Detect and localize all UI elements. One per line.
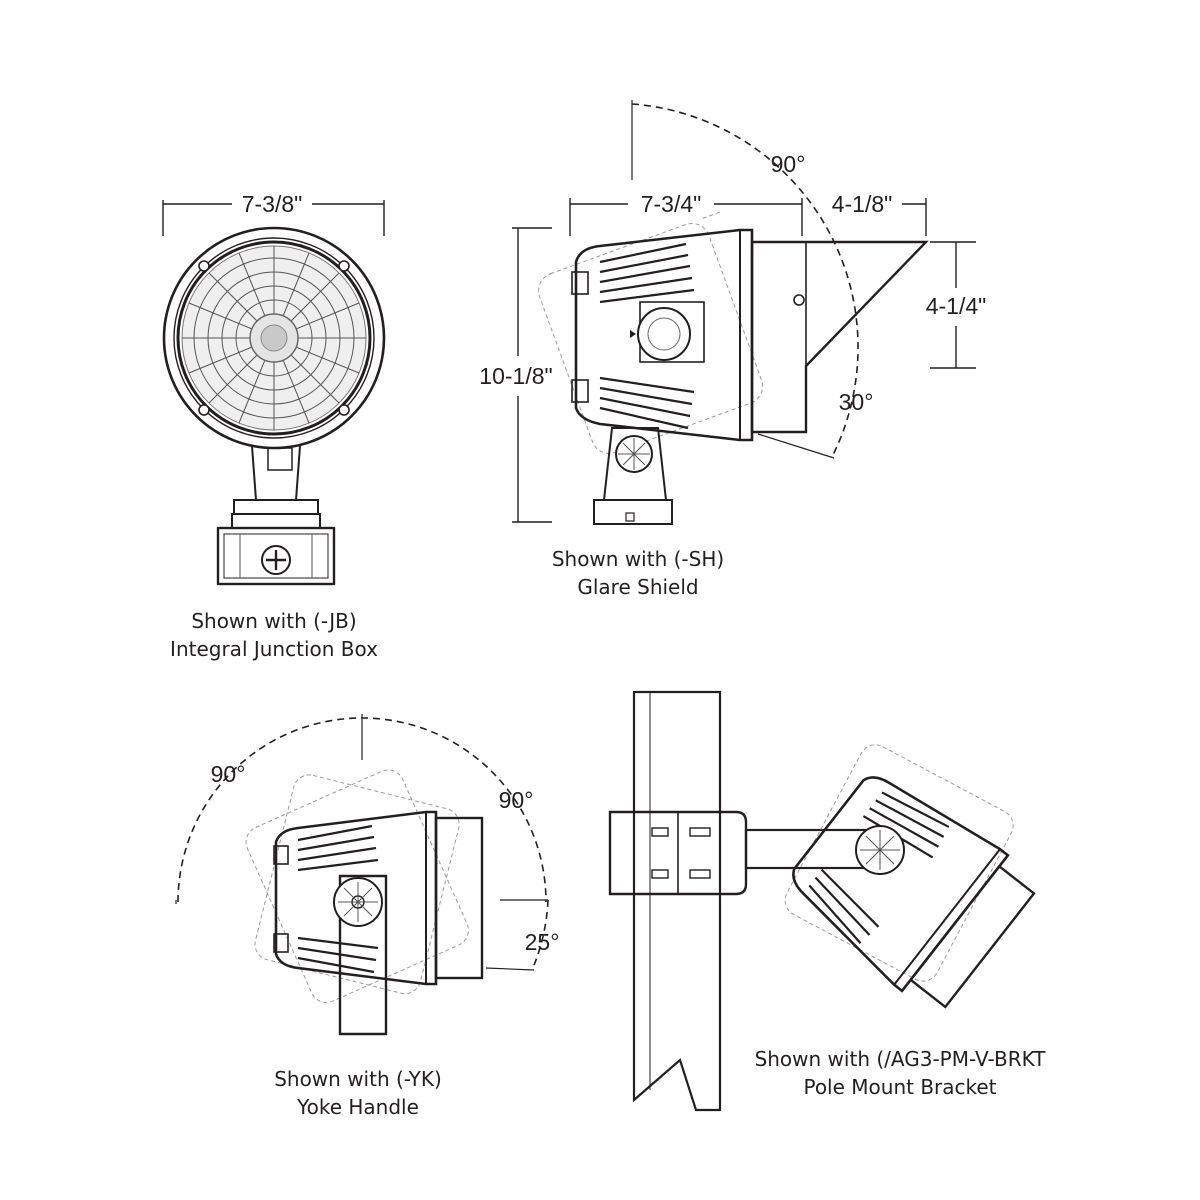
glare-shield-view: 90° 30° 7-3/4" 4-1/8" 10-1/8" 4-1/ [479, 100, 986, 599]
width-dimension-label: 7-3/4" [641, 191, 702, 217]
bracket-arm [744, 828, 868, 870]
shield-height-dimension-line [930, 241, 976, 369]
caption-line-1: Shown with (-YK) [274, 1067, 442, 1091]
rotated-position-ghost [538, 211, 764, 454]
mounting-knuckle [593, 427, 673, 525]
caption-line-2: Glare Shield [577, 575, 698, 599]
caption-line-2: Integral Junction Box [170, 637, 378, 661]
pole-clamp [608, 810, 748, 896]
glare-shield [750, 240, 929, 434]
caption-line-1: Shown with (/AG3-PM-V-BRKT [755, 1047, 1047, 1071]
fixture-front-head [162, 226, 386, 450]
pole [632, 690, 722, 1112]
yoke-angle-left-label: 90° [211, 761, 246, 787]
fixture-side-body [571, 228, 754, 442]
shield-depth-label: 4-1/8" [832, 191, 893, 217]
yoke-view: 90° 90° 25° [175, 714, 560, 1119]
height-dimension-line [512, 227, 552, 523]
mounting-stem [231, 445, 321, 529]
angled-fixture [784, 744, 1036, 1009]
yoke-angle-right-label: 90° [499, 787, 534, 813]
pole-mount-view: Shown with (/AG3-PM-V-BRKT Pole Mount Br… [608, 690, 1047, 1112]
fixture-side-body [273, 810, 484, 1036]
junction-box-view: 7-3/8" [162, 191, 386, 661]
width-dimension-line [569, 198, 927, 236]
caption-line-2: Yoke Handle [296, 1095, 419, 1119]
yoke-angle-down-label: 25° [525, 929, 560, 955]
caption-line-1: Shown with (-JB) [191, 609, 356, 633]
caption-line-1: Shown with (-SH) [552, 547, 724, 571]
height-dimension-label: 10-1/8" [479, 363, 552, 389]
width-dimension-line [162, 200, 385, 236]
tilt-arc [631, 103, 859, 456]
junction-box [216, 526, 336, 586]
shield-height-label: 4-1/4" [926, 293, 987, 319]
tilt-angle-bottom-label: 30° [839, 389, 874, 415]
width-dimension-label: 7-3/8" [242, 191, 303, 217]
tilt-angle-top-label: 90° [771, 151, 806, 177]
caption-line-2: Pole Mount Bracket [803, 1075, 996, 1099]
